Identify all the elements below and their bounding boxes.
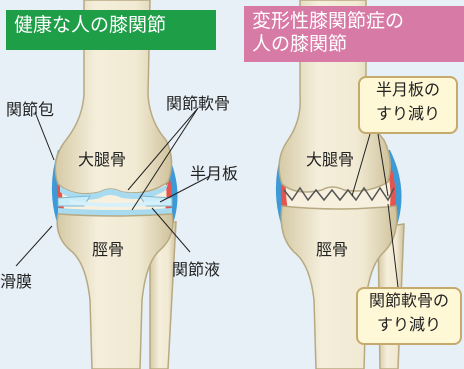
callout-cartilage-wear: 関節軟骨の すり減り [356, 287, 462, 345]
right-leader-lines [351, 133, 399, 288]
healthy-knee [15, 0, 211, 369]
joint-fluid [70, 200, 162, 207]
label-synovial-fluid: 関節液 [172, 260, 221, 279]
tibia-bone [280, 205, 398, 369]
left-leader-lines [15, 107, 211, 267]
callout-meniscus-wear: 半月板の すり減り [358, 76, 458, 134]
label-joint-capsule: 関節包 [6, 100, 55, 119]
label-meniscus: 半月板 [190, 164, 239, 183]
label-articular-cartilage: 関節軟骨 [166, 94, 231, 113]
cartilage-lower [58, 208, 172, 216]
label-femur-right: 大腿骨 [306, 150, 355, 169]
label-synovium: 滑膜 [0, 272, 33, 291]
title-healthy-knee: 健康な人の膝関節 [6, 10, 216, 50]
tibia-bone [56, 213, 174, 369]
worn-joint-line [283, 186, 395, 202]
label-tibia-left: 脛骨 [92, 240, 125, 259]
label-tibia-right: 脛骨 [316, 240, 349, 259]
title-osteoarthritis-knee: 変形性膝関節症の 人の膝関節 [244, 6, 464, 62]
label-femur-left: 大腿骨 [78, 150, 127, 169]
